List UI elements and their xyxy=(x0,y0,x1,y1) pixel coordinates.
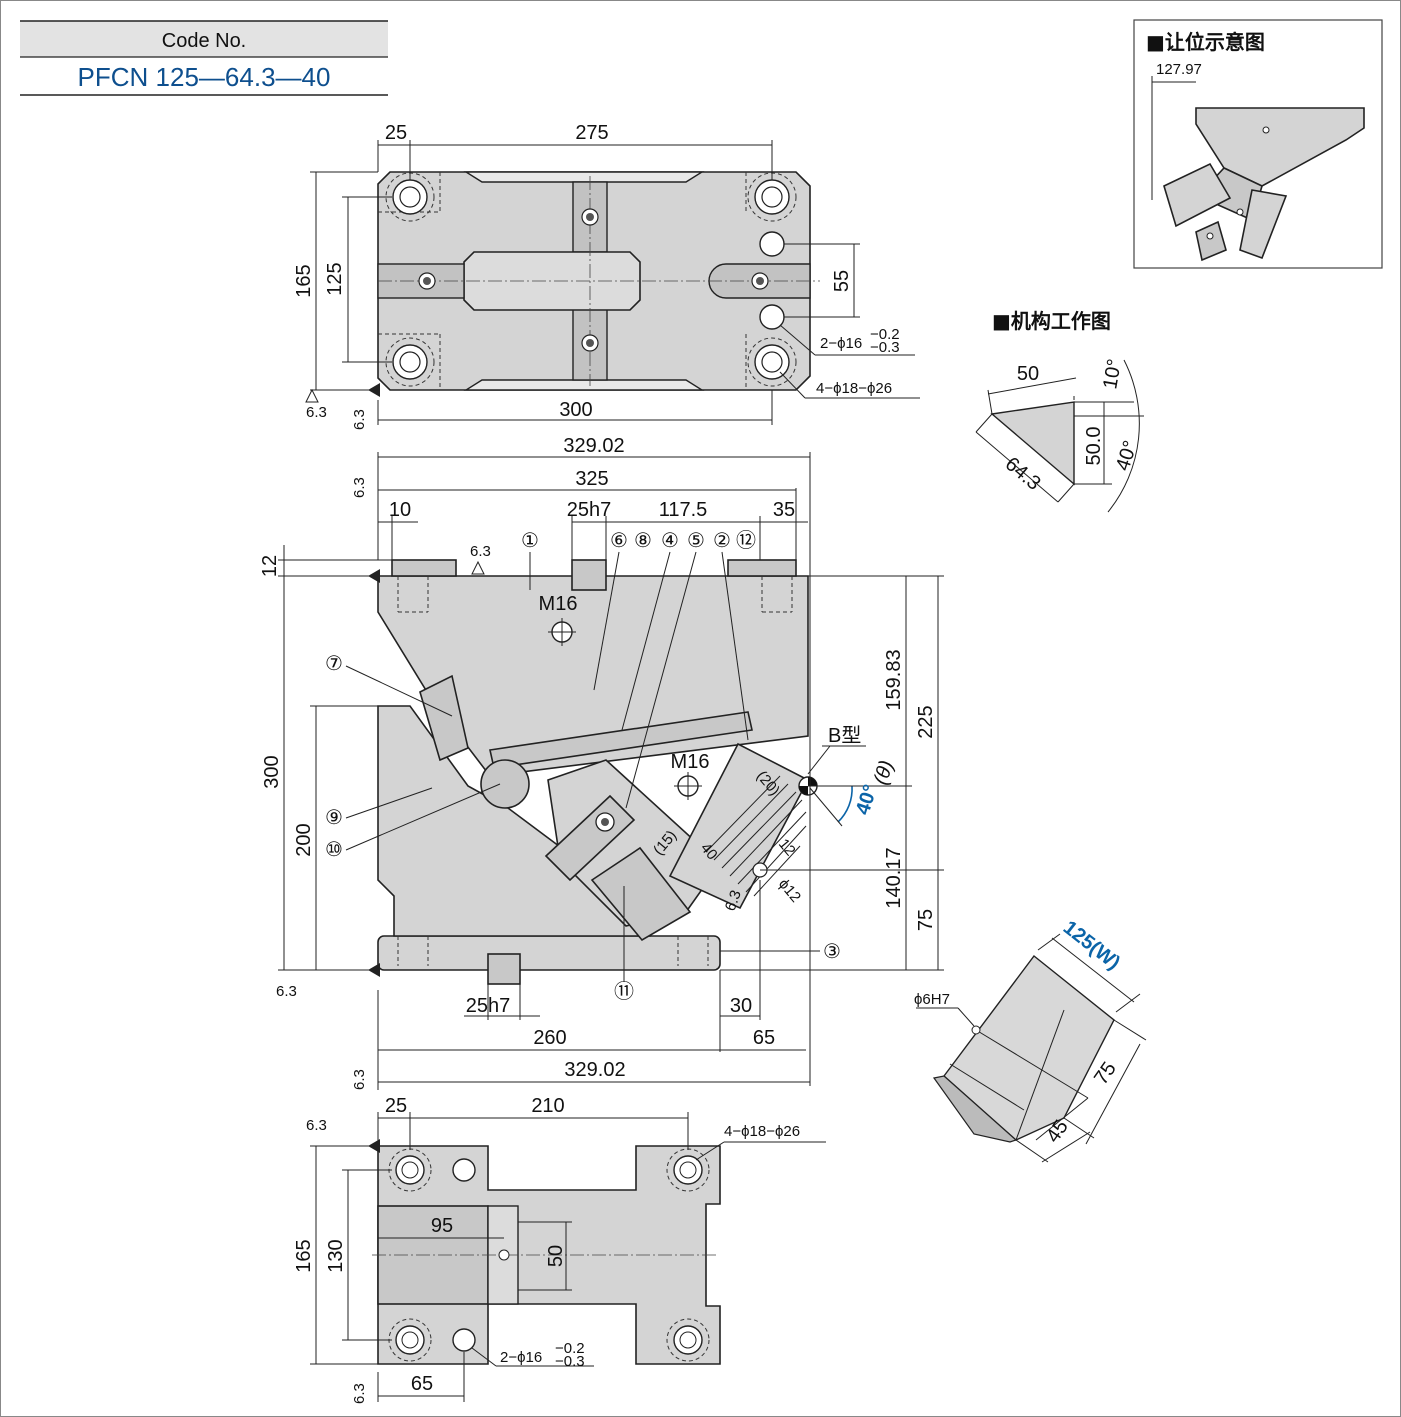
front-dim-75: 75 xyxy=(915,909,937,931)
code-number-block: Code No. PFCN 125—64.3—40 xyxy=(20,20,388,96)
bottom-callout-large-holes: 4−ϕ18−ϕ26 xyxy=(724,1123,800,1140)
mech-dim-50: 50 xyxy=(1017,363,1039,385)
mech-dim-10deg: 10° xyxy=(1099,357,1126,391)
balloon-7: ⑦ xyxy=(325,653,343,675)
front-dim-25h7-top: 25h7 xyxy=(567,499,612,521)
cam-isometric: 125(W) ϕ6H7 75 45 xyxy=(914,917,1147,1163)
front-dim-300: 300 xyxy=(261,755,283,788)
front-dim-30: 30 xyxy=(730,995,752,1017)
balloon-10: ⑩ xyxy=(325,839,343,861)
bottom-dim-210: 210 xyxy=(531,1095,564,1117)
mechanism-diagram: ■机构工作图 50 10° 64.3 50.0 40° xyxy=(975,309,1144,513)
top-dim-165: 165 xyxy=(293,264,315,297)
front-view: 329.02 325 10 25h7 117.5 35 12 300 200 1… xyxy=(259,435,944,1090)
front-roughness-c: 6.3 xyxy=(276,983,297,1000)
clearance-inset: ■让位示意图 127.97 xyxy=(1133,19,1383,269)
front-dim-12: 12 xyxy=(259,555,281,577)
front-label-m16-lower: M16 xyxy=(671,751,710,773)
front-dim-325: 325 xyxy=(575,468,608,490)
balloons: ① ⑥ ⑧ ④ ⑤ ② ⑫ ⑦ ⑨ ⑩ ③ ⑪ xyxy=(325,529,841,1003)
balloon-12: ⑫ xyxy=(736,529,756,552)
bottom-roughness-b: 6.3 xyxy=(351,1383,368,1404)
cam-hatch xyxy=(705,775,807,897)
front-dim-329-bottom: 329.02 xyxy=(564,1059,625,1081)
bottom-roughness-a: 6.3 xyxy=(306,1117,327,1134)
balloon-1: ① xyxy=(521,530,539,552)
front-dim-200: 200 xyxy=(293,823,315,856)
top-view-holes xyxy=(385,172,797,387)
front-dim-117-5: 117.5 xyxy=(659,499,708,521)
bottom-dim-25: 25 xyxy=(385,1095,407,1117)
front-angle-value: 40° xyxy=(852,782,882,818)
balloon-9: ⑨ xyxy=(325,807,343,829)
top-dim-275: 275 xyxy=(575,122,608,144)
bottom-dim-130: 130 xyxy=(325,1239,347,1272)
balloon-8: ⑧ xyxy=(634,530,652,552)
front-roughness-d: 6.3 xyxy=(351,1069,368,1090)
balloon-11: ⑪ xyxy=(614,980,634,1003)
front-label-b-type: B型 xyxy=(828,724,861,747)
front-roughness-a: 6.3 xyxy=(470,543,491,560)
top-dim-125: 125 xyxy=(324,262,346,295)
front-dim-35: 35 xyxy=(773,499,795,521)
front-dim-225: 225 xyxy=(915,705,937,738)
front-dim-159-83: 159.83 xyxy=(883,649,905,710)
cam-pin-label: ϕ6H7 xyxy=(914,991,950,1008)
front-dim-phi12: ϕ12 xyxy=(775,876,804,906)
front-dim-140-17: 140.17 xyxy=(883,847,905,908)
bottom-dim-50: 50 xyxy=(545,1245,567,1267)
front-dim-65: 65 xyxy=(753,1027,775,1049)
front-roughness-b: 6.3 xyxy=(351,477,368,498)
bottom-callout-small-tol-lower: −0.3 xyxy=(555,1353,585,1370)
balloon-6: ⑥ xyxy=(610,530,628,552)
top-callout-small-holes: 2−ϕ16 xyxy=(820,335,862,352)
top-view: 25 275 165 125 55 300 2−ϕ16 −0.2 −0.3 4−… xyxy=(293,122,920,430)
front-dim-329-top: 329.02 xyxy=(563,435,624,457)
mech-dim-50-0: 50.0 xyxy=(1083,427,1105,466)
front-roughness-e: 6.3 xyxy=(722,888,745,913)
top-roughness-b: 6.3 xyxy=(351,409,368,430)
top-callout-small-tol-lower: −0.3 xyxy=(870,339,900,356)
top-dim-300: 300 xyxy=(559,399,592,421)
bottom-dim-165: 165 xyxy=(293,1239,315,1272)
top-dim-25: 25 xyxy=(385,122,407,144)
top-callout-large-holes: 4−ϕ18−ϕ26 xyxy=(816,380,892,397)
bottom-dim-95: 95 xyxy=(431,1215,453,1237)
top-roughness-a: 6.3 xyxy=(306,404,327,421)
bottom-view: 25 210 165 130 95 50 65 4−ϕ18−ϕ26 2−ϕ16 … xyxy=(293,1095,826,1404)
clearance-title: ■让位示意图 xyxy=(1146,30,1265,54)
bottom-dim-65: 65 xyxy=(411,1373,433,1395)
front-dim-10: 10 xyxy=(389,499,411,521)
top-callout-small-tol-upper: −0.2 xyxy=(870,326,900,343)
front-dim-25h7-bottom: 25h7 xyxy=(466,995,511,1017)
bottom-callout-small-tol-upper: −0.2 xyxy=(555,1340,585,1357)
balloon-4: ④ xyxy=(661,530,679,552)
front-dim-260: 260 xyxy=(533,1027,566,1049)
mechanism-title: ■机构工作图 xyxy=(992,309,1111,333)
top-dim-55: 55 xyxy=(831,270,853,292)
balloon-2: ② xyxy=(713,530,731,552)
cam-width-label: 125(W) xyxy=(1059,917,1124,975)
code-value: PFCN 125—64.3—40 xyxy=(78,62,331,92)
balloon-3: ③ xyxy=(823,941,841,963)
cam-dim-75: 75 xyxy=(1090,1058,1121,1089)
front-angle-theta: (θ) xyxy=(870,758,898,788)
bottom-callout-small-holes: 2−ϕ16 xyxy=(500,1349,542,1366)
front-label-m16-upper: M16 xyxy=(539,593,578,615)
clearance-dim: 127.97 xyxy=(1156,61,1202,78)
balloon-5: ⑤ xyxy=(687,530,705,552)
code-label: Code No. xyxy=(162,30,247,52)
mech-dim-40deg: 40° xyxy=(1112,438,1142,474)
